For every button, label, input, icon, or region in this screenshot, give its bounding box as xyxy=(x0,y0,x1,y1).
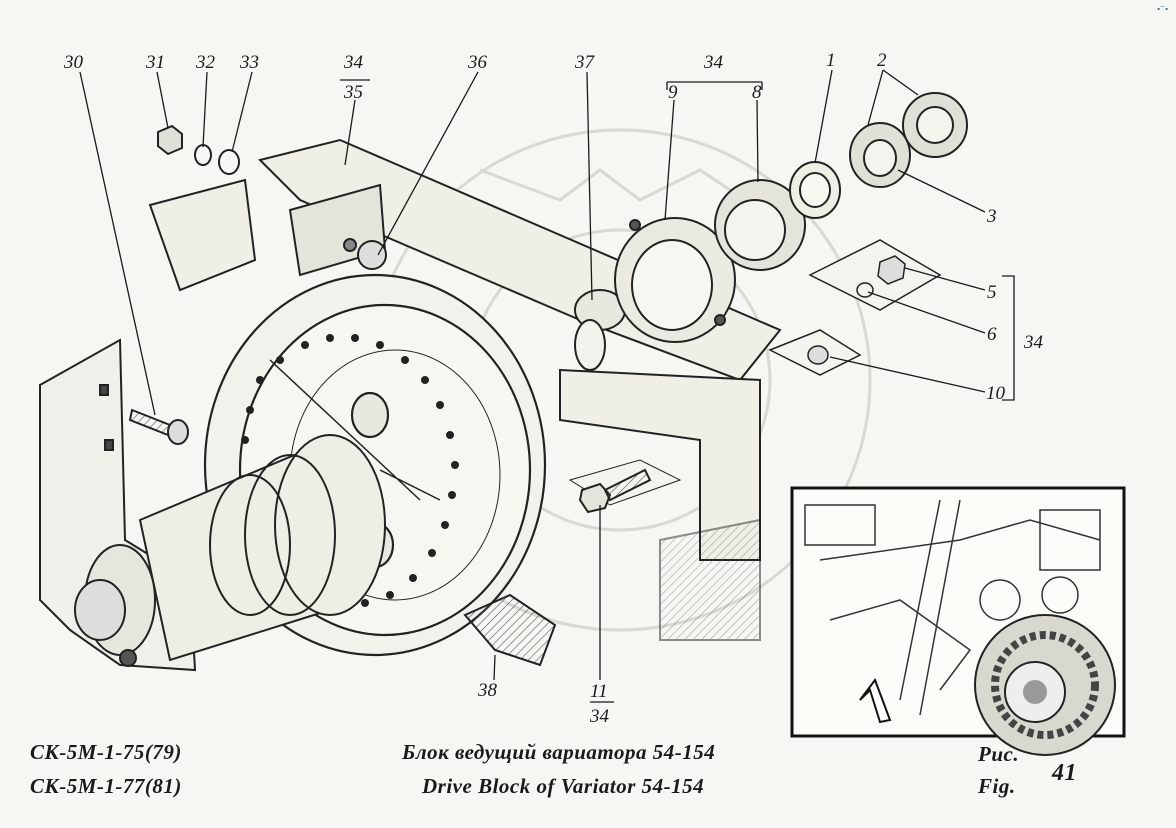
callout-6: 6 xyxy=(987,324,997,345)
callout-3: 3 xyxy=(986,206,997,227)
callout-5: 5 xyxy=(987,282,997,303)
title-english: Drive Block of Variator 54-154 xyxy=(422,774,705,798)
leader-lines xyxy=(79,69,1015,703)
callout-33: 33 xyxy=(239,52,259,73)
callout-10: 10 xyxy=(986,383,1006,404)
inset-wheel xyxy=(974,614,1116,756)
location-inset xyxy=(790,486,1126,756)
callout-37: 37 xyxy=(574,52,596,73)
pulley-holes xyxy=(241,334,459,607)
callout-34-right: 34 xyxy=(1023,332,1044,353)
housing-flange-9 xyxy=(614,217,736,343)
figure-number: 41 xyxy=(1052,760,1077,786)
title-russian: Блок ведущий вариатора 54-154 xyxy=(402,740,716,764)
figure-label-en: Fig. xyxy=(978,774,1016,798)
callout-11: 11 xyxy=(590,681,608,702)
slotted-nuts-2 xyxy=(849,92,968,188)
fastener-plates xyxy=(768,239,942,376)
callout-2: 2 xyxy=(877,50,887,71)
bolt-11 xyxy=(568,459,682,514)
model-code-1: СК-5М-1-75(79) xyxy=(30,740,182,764)
callout-9: 9 xyxy=(668,82,678,103)
callout-30: 30 xyxy=(63,52,84,73)
model-code-2: СК-5М-1-77(81) xyxy=(30,774,182,798)
callout-32: 32 xyxy=(195,52,216,73)
bearing-8 xyxy=(714,179,806,271)
shaft-hub xyxy=(74,434,386,667)
callout-8: 8 xyxy=(752,82,762,103)
callout-35: 35 xyxy=(343,82,363,103)
callout-labels: 30 31 32 33 34 35 36 37 34 9 8 1 2 3 5 6… xyxy=(63,50,1044,727)
inset-pointer-arrow xyxy=(859,677,892,724)
callout-34-bolt: 34 xyxy=(589,706,610,727)
nut-31-washers xyxy=(157,124,240,175)
callout-38: 38 xyxy=(477,680,498,701)
belt-segment xyxy=(463,593,557,667)
corner-mark: ⬝⁻⬝ xyxy=(1157,4,1168,15)
bearing-37 xyxy=(574,289,626,371)
callout-36: 36 xyxy=(467,52,488,73)
callout-34-bearing: 34 xyxy=(703,52,724,73)
bolt-30 xyxy=(128,408,189,445)
callout-1: 1 xyxy=(826,50,836,71)
callout-34-top: 34 xyxy=(343,52,364,73)
washer-1 xyxy=(789,161,841,219)
figure-label-ru: Рис. xyxy=(978,742,1020,766)
callout-31: 31 xyxy=(145,52,165,73)
